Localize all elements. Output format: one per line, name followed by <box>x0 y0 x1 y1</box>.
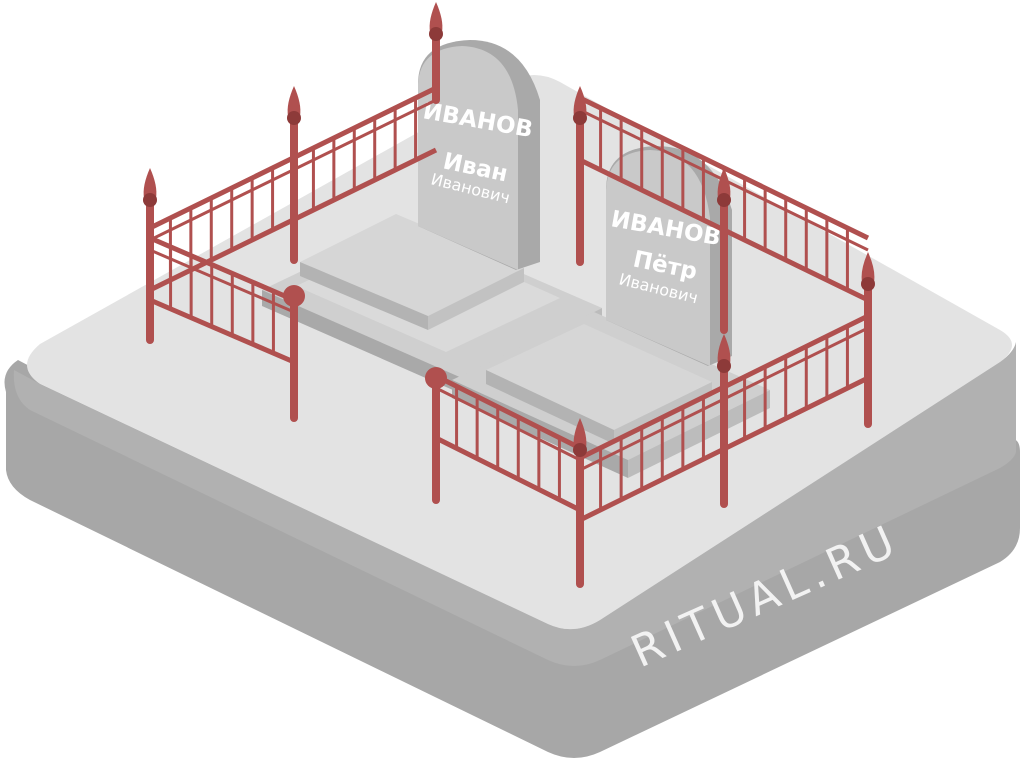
fence-posts <box>143 2 875 588</box>
headstone-left: ИВАНОВ Иван Иванович <box>418 40 540 270</box>
fence-rail-top <box>434 373 582 451</box>
fence-front-left <box>149 235 295 365</box>
fence-rail-inner <box>435 386 581 462</box>
fence-spike <box>717 168 731 198</box>
fence-rail-bottom <box>149 297 295 365</box>
fence-rail-bottom <box>434 435 582 513</box>
fence-post-knob <box>717 359 731 373</box>
fence-middle <box>434 373 582 513</box>
fence-post-knob <box>143 193 157 207</box>
platform-side <box>4 360 1020 758</box>
fence-post-knob <box>573 443 587 457</box>
fence-spike <box>287 86 301 116</box>
fence-post-ball <box>283 285 305 307</box>
fence-spike <box>143 168 157 198</box>
fence-back-left <box>148 85 438 293</box>
platform-front-edge <box>13 342 1017 666</box>
fence-post-knob <box>429 27 443 41</box>
fence-spike <box>573 418 587 448</box>
fence-rail-top <box>149 235 295 303</box>
fence-post-knob <box>717 193 731 207</box>
fence-spike <box>861 252 875 282</box>
fence-post-knob <box>573 111 587 125</box>
fence-post-knob <box>287 111 301 125</box>
fence-post-knob <box>861 277 875 291</box>
fence-post-ball <box>425 367 447 389</box>
fence-spike <box>573 86 587 116</box>
fence-spike <box>429 2 443 32</box>
fence-rail-inner <box>149 248 295 314</box>
fence-spike <box>717 334 731 364</box>
